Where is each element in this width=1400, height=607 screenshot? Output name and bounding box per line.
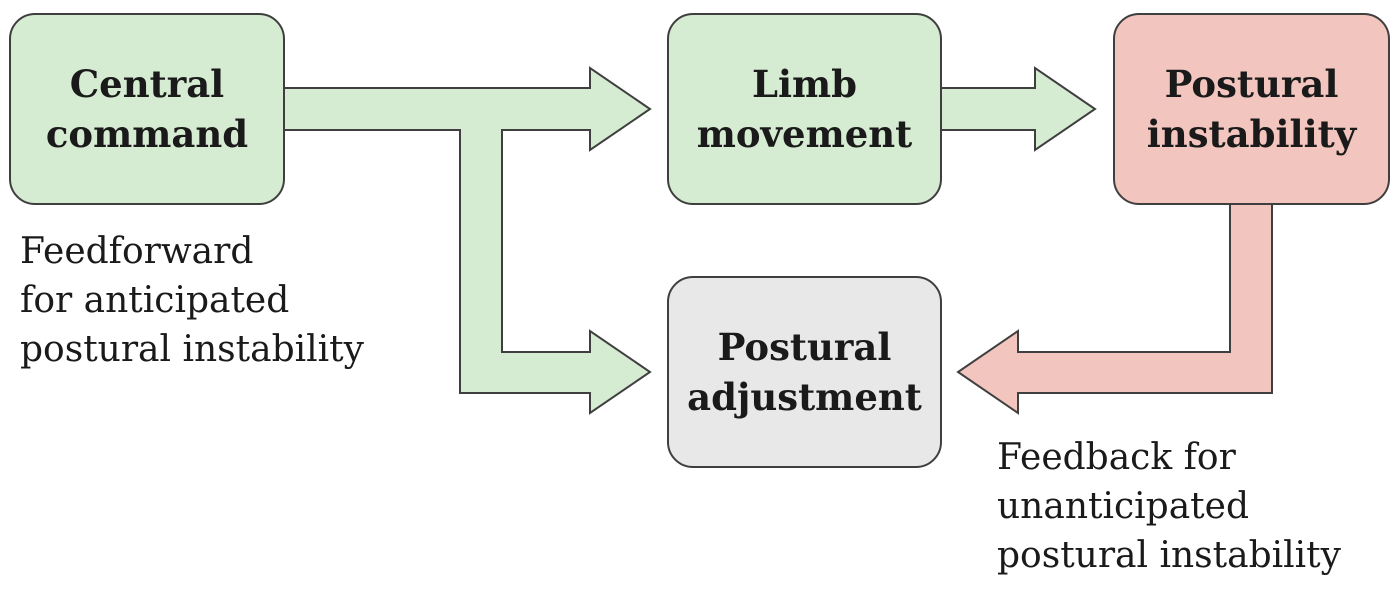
feedforward-label-line-3: postural instability (20, 329, 364, 370)
feedback-label: Feedback for unanticipated postural inst… (997, 433, 1341, 580)
postural-adjustment-line-2: adjustment (687, 375, 922, 419)
limb-to-instability-arrow (939, 66, 1097, 152)
central-command-line-1: Central (69, 62, 225, 106)
limb-movement-line-2: movement (696, 112, 913, 156)
postural-adjustment-box: Postural adjustment (667, 276, 942, 468)
feedback-label-line-2: unanticipated (997, 486, 1249, 527)
feedback-arrow (956, 202, 1273, 415)
limb-movement-box: Limb movement (667, 13, 942, 205)
feedforward-arrow (282, 66, 652, 415)
feedforward-label-line-1: Feedforward (20, 231, 254, 272)
limb-movement-line-1: Limb (751, 62, 858, 106)
feedforward-label-line-2: for anticipated (20, 280, 290, 321)
central-command-box: Central command (9, 13, 285, 205)
feedback-label-line-3: postural instability (997, 535, 1341, 576)
feedforward-label: Feedforward for anticipated postural ins… (20, 227, 364, 374)
postural-instability-box: Postural instability (1113, 13, 1390, 205)
feedback-label-line-1: Feedback for (997, 437, 1236, 478)
postural-instability-line-1: Postural (1164, 62, 1339, 106)
central-command-line-2: command (45, 112, 249, 156)
postural-instability-line-2: instability (1146, 112, 1357, 156)
postural-adjustment-line-1: Postural (717, 325, 892, 369)
